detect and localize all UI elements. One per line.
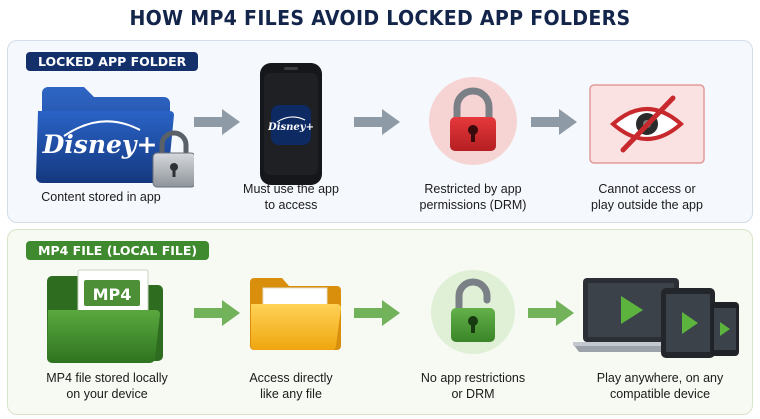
file-type-label: MP4 [93,285,132,304]
right-arrow-icon [528,300,574,326]
step-caption: Cannot access or play outside the app [591,182,703,212]
step-caption: Play anywhere, on any compatible device [596,371,724,401]
step-caption: MP4 file stored locally on your device [46,371,168,401]
blue-folder-padlock-icon: Disney+ [36,87,194,188]
red-padlock-icon [429,77,517,165]
green-open-padlock-icon [431,270,515,354]
mp4-file-badge: MP4 FILE (LOCAL FILE) [26,241,210,260]
right-arrow-icon [354,109,400,135]
right-arrow-icon [354,300,400,326]
crossed-eye-icon [589,84,705,164]
step-caption: No app restrictions or DRM [420,371,526,401]
right-arrow-icon [194,109,240,135]
smartphone-icon: Disney+ [260,63,322,185]
yellow-folder-icon [250,278,341,350]
right-arrow-icon [531,109,577,135]
step-caption: Content stored in app [41,190,161,204]
folder-brand-text: Disney+ [42,130,158,159]
step-caption: Restricted by app permissions (DRM) [419,182,527,212]
mp4-file-panel: MP4 FILE (LOCAL FILE) MP4 MP4 file store… [7,229,753,415]
locked-app-folder-badge: LOCKED APP FOLDER [26,52,199,71]
green-folder-mp4-icon: MP4 [47,269,163,363]
page-title: HOW MP4 FILES AVOID LOCKED APP FOLDERS [129,6,631,30]
step-caption: Access directly like any file [249,371,333,401]
step-caption: Must use the app to access [243,182,339,212]
locked-app-folder-panel: LOCKED APP FOLDER Disney+ Content stored… [7,40,753,223]
app-brand-text: Disney+ [267,122,314,133]
right-arrow-icon [194,300,240,326]
devices-play-icon [573,278,739,358]
